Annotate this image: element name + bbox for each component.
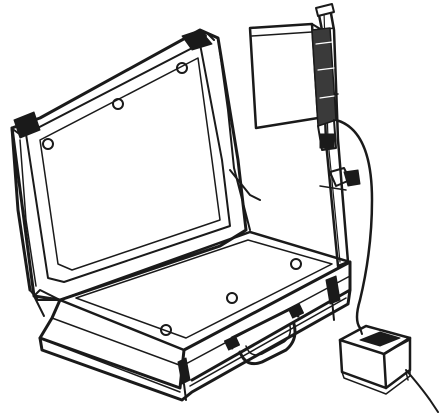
lamp-connector <box>319 133 335 149</box>
lid-screw-hole <box>176 62 188 74</box>
clamp-knob <box>343 169 361 187</box>
tray-screw-hole <box>226 292 238 304</box>
briefcase-handle <box>223 303 305 366</box>
latch-right <box>325 275 341 305</box>
handle-mount-left <box>223 335 241 351</box>
handle-mount-right <box>287 303 305 319</box>
power-adapter <box>338 324 412 395</box>
latch-left <box>177 357 191 385</box>
adapter-label-panel <box>359 331 401 347</box>
lid-screw-hole <box>112 98 124 110</box>
briefcase-lid <box>10 28 261 302</box>
lid-corner-top-right <box>181 29 213 51</box>
tray-screw-hole <box>290 258 302 270</box>
pole-clamp <box>319 167 361 191</box>
tray-screw-hole <box>160 324 172 336</box>
latches <box>177 275 341 401</box>
lid-screw-hole <box>42 138 54 150</box>
lid-corner-top-left <box>13 111 41 139</box>
lamp-housing <box>248 22 337 151</box>
